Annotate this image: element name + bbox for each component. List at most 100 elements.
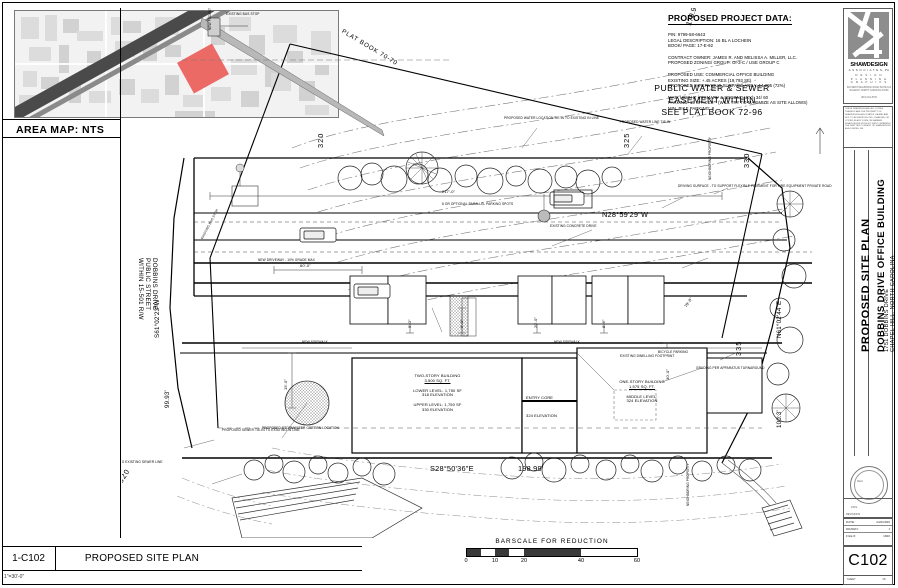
drawing-label-box: [2, 546, 362, 571]
contour-label-325: 325: [622, 132, 631, 148]
bar-scale-graphic: [466, 548, 638, 557]
firm-services: D E S I G N P L A N N I N G G R A P H I …: [844, 73, 894, 85]
annot-fire-turnaround: GRADING PER APPARATUS TURNAROUND: [696, 366, 765, 370]
annot-water-tiein: PROPOSED WATER LINE TIE-IN: [619, 120, 671, 124]
firm-name: SHAWDESIGN: [850, 62, 888, 68]
annot-neighboring-property-2: NEIGHBORING PROPERTY: [686, 462, 690, 506]
contour-label-335: 335: [734, 340, 743, 356]
pd-line: MAX. HEIGHT (PRIMARY & SECONDARY): 34/ 6…: [668, 94, 769, 100]
pd-line: CONTRACT OWNER: JAMES R. AND MELISSA A. …: [668, 54, 798, 60]
bearing-west-dist: 99.93': [164, 390, 171, 408]
note-line: SEE PLAT BOOK 72-96: [661, 107, 763, 117]
entry-core-label: ENTRY CORE: [526, 395, 554, 400]
annot-bicycle-parking: BICYCLE PARKING: [658, 350, 689, 354]
entry-core-elev: 324 ELEVATION: [526, 413, 557, 418]
firm-address: 318 WEST MILLBROOK ROAD SUITE 101 RALEIG…: [846, 87, 892, 92]
bearing-east: N61°02'44"E: [776, 300, 783, 338]
public-water-sewer-note: PUBLIC WATER & SEWER EASEMENT WITHIN SEE…: [632, 82, 792, 118]
building-middle-level: MIDDLE LEVEL:: [626, 393, 658, 399]
tick-label: 10: [491, 558, 499, 564]
annot-new-driveway: NEW DRIVEWAY - 10% GRADE MAX: [258, 258, 315, 262]
pd-line: PROPOSED ZONING/ GROUP: OI-3-C / USE GRO…: [668, 60, 780, 66]
site-plan-drawing: PUBLIC WATER & SEWER EASEMENT WITHIN SEE…: [122, 8, 837, 538]
sheet-title: PROPOSED SITE PLAN: [860, 218, 872, 352]
tick-label: 60: [633, 558, 641, 564]
row-key: DRAWN:: [846, 527, 859, 532]
bar-scale: BARSCALE FOR REDUCTION 0 10 20 40 60: [464, 538, 641, 567]
annot-existing-concrete-drive: EXISTING CONCRETE DRIVE: [550, 224, 597, 228]
tick-label: 40: [577, 558, 585, 564]
contour-label-320: 320: [316, 132, 325, 148]
project-data-group-3: PROPOSED USE: COMMERCIAL OFFICE BUILDING…: [668, 72, 828, 89]
dim-217: 217'-0": [442, 189, 456, 194]
building-lower-elev: 318 ELEVATION: [422, 392, 453, 398]
annot-new-sidewalk-1: NEW SIDEWALK: [302, 340, 328, 344]
bearing-south-dist: 198.99': [518, 464, 544, 473]
annot-neighboring-property: NEIGHBORING PROPERTY: [708, 136, 712, 180]
revisions-label: REVISIONS: [846, 513, 861, 516]
table-row: DATE: 2/22/2020: [844, 519, 892, 526]
dim-30: 30'-0": [665, 369, 670, 380]
firm-phone: (919) 341-8730: [861, 97, 877, 99]
note-line: EASEMENT WITHIN: [668, 95, 756, 105]
pd-line: EXISTING SIZE: +.45 ACRES (19,793 SF): [668, 77, 752, 83]
pd-line: MIN. BIKE PARKING: 8: [668, 105, 715, 111]
annot-existing-dwelling: EXISTING DWELLING FOOTPRINT: [620, 354, 675, 358]
left-panel-divider: [120, 8, 121, 538]
building-area: 3,500 SQ. FT.: [424, 377, 451, 383]
copyright-notes-text: THESE DRAWINGS AND ALL COPIES THEREOF AR…: [845, 108, 891, 131]
project-data-group-1: PIN: 9799-58-6643 LEGAL DESCRIPTION: 16 …: [668, 32, 828, 49]
area-map-label: AREA MAP: NTS: [16, 124, 105, 136]
project-data-group-2: CONTRACT OWNER: JAMES R. AND MELISSA A. …: [668, 55, 828, 66]
building-name: TWO-STORY BUILDING: [414, 373, 461, 378]
dim-9a: 9'-0": [407, 319, 412, 328]
sheet-number: C102: [848, 552, 888, 569]
pd-line: LEGAL DESCRIPTION: 16 BL A LOCHEIN: [668, 37, 752, 43]
annot-driving-surface: DRIVING SURFACE - TO SUPPORT FLEXIBLE PA…: [678, 184, 832, 188]
pd-line: BOOK/ PAGE: 17-E-92: [668, 43, 714, 49]
row-value: 2/22/2020: [876, 520, 890, 525]
annot-cistern: PROPOSED STORMWATER CISTERN LOCATION: [262, 426, 339, 430]
dim-15: 15'-0": [283, 379, 288, 390]
title-column-divider-2: [868, 150, 869, 456]
drawing-name: PROPOSED SITE PLAN: [84, 553, 200, 564]
bar-scale-title: BARSCALE FOR REDUCTION: [495, 538, 609, 545]
annot-new-sidewalk-2: NEW SIDEWALK: [554, 340, 580, 344]
dim-9b: 9'-0": [459, 319, 464, 328]
pd-line: PIN: 9799-58-6643: [668, 32, 706, 37]
sheet-footer: SHEET OF: [843, 576, 893, 585]
building-lower-level: LOWER LEVEL: 1,750 SF: [413, 387, 462, 393]
sheet-number-box: C102: [843, 546, 893, 576]
street-line: DOBBINS DRIVE: [151, 258, 158, 311]
table-row: FILE #: 1820: [844, 533, 892, 540]
drawing-label-divider: [55, 546, 56, 571]
project-data-block: PROPOSED PROJECT DATA: PIN: 9799-58-6643…: [668, 8, 828, 112]
copyright-notes: THESE DRAWINGS AND ALL COPIES THEREOF AR…: [843, 106, 893, 148]
annot-sewer-tiein: PROPOSED SEWER TIE-IN TO EXISTING SEWER …: [122, 460, 163, 464]
pd-line: PARKING: 15 SPACES** (WILL TRY TO MAXIMI…: [668, 100, 808, 106]
service-line: G R A P H I C S: [850, 80, 888, 85]
project-address-line-2: CHAPEL HILL, NORTH CAROLINA: [890, 255, 896, 352]
annot-parallel-parking: 8 OR OPTIONAL PARALLEL PARKING SPOTS: [442, 202, 514, 206]
building-name: ONE-STORY BUILDING: [619, 379, 665, 384]
building-upper-elev: 330 ELEVATION: [422, 406, 453, 412]
drawing-label-box-2: [2, 571, 362, 585]
building-upper-level: UPPER LEVEL: 1,750 SF: [413, 402, 462, 408]
pd-line: PROPOSED USE: COMMERCIAL OFFICE BUILDING: [668, 71, 775, 77]
two-story-building-label: TWO-STORY BUILDING 3,500 SQ. FT. LOWER L…: [360, 373, 515, 413]
bus-stop-callout: EXISTING BUS STOP: [226, 12, 260, 16]
title-block-data-table: DATE: 2/22/2020 DRAWN: J FILE #: 1820: [843, 518, 893, 546]
revisions-block: REVISIONS: [843, 498, 893, 518]
dim-20: 20'-0": [533, 317, 538, 328]
row-key: FILE #:: [846, 534, 856, 539]
annot-water-location: PROPOSED WATER LOCATION TIE-IN TO EXISTI…: [504, 116, 600, 120]
area-map-underline-2: [2, 137, 120, 138]
professional-seal: SEAL DATE: [845, 462, 891, 518]
annot-sewer-tiein-2: PROPOSED SEWER TIE-IN TO EXISTING IN LIN…: [222, 428, 300, 432]
note-line: PUBLIC WATER & SEWER: [654, 83, 770, 93]
firm-subtitle: A S S O C I A T E S, PA: [848, 68, 890, 72]
table-row: DRAWN: J: [844, 526, 892, 533]
dim-8-6: 8'-6": [601, 319, 606, 328]
row-value: J: [888, 527, 890, 532]
